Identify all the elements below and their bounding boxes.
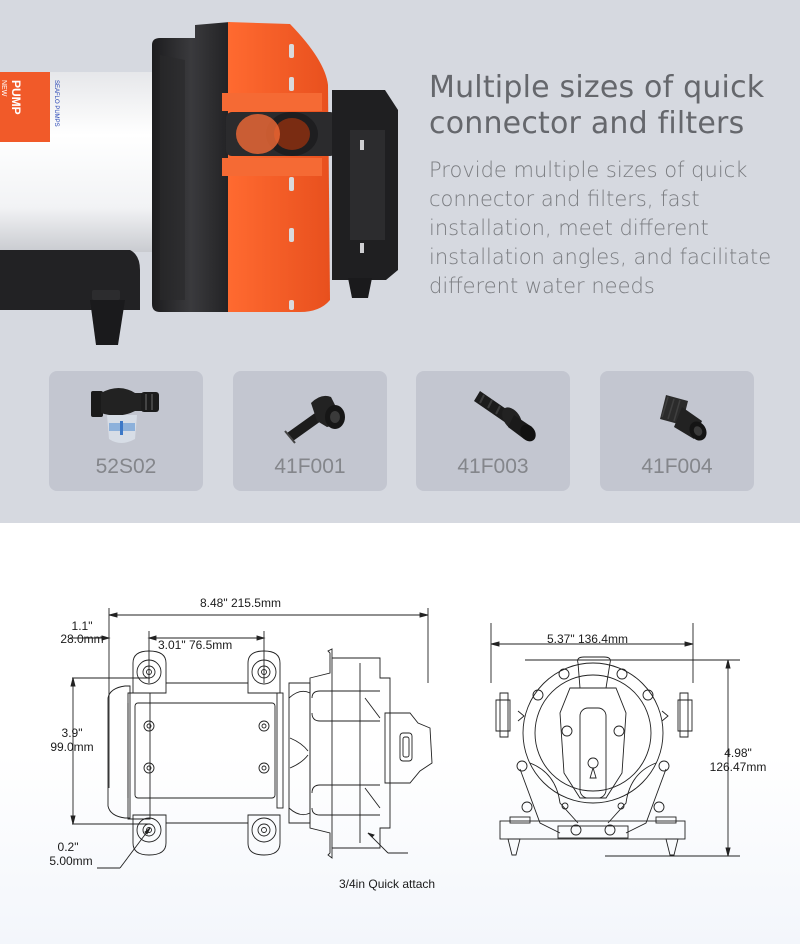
pump-label-text: PUMP xyxy=(9,80,23,115)
feature-panel: PUMP SEAFLO PUMPS NEW Multiple sizes of … xyxy=(0,0,800,523)
dimension-drawings: 8.48" 215.5mm 1.1" 28.0mm 3.01" 76.5mm 3… xyxy=(0,523,800,944)
description-line: installation angles, and facilitate xyxy=(429,245,772,269)
front-height-mm-label: 126.47mm xyxy=(709,760,767,774)
elbow-connector-icon xyxy=(284,395,345,444)
description-line: different water needs xyxy=(429,274,655,298)
offset-mm-label: 28.0mm xyxy=(60,632,104,646)
accessory-code: 41F001 xyxy=(274,455,346,478)
hole-mm-label: 5.00mm xyxy=(49,854,93,868)
mount-spacing-label: 3.01" 76.5mm xyxy=(158,638,233,652)
feature-headline: Multiple sizes of quick connector and fi… xyxy=(429,70,789,142)
filter-connector-icon xyxy=(91,388,159,443)
front-width-label: 5.37" 136.4mm xyxy=(547,632,628,646)
threaded-connector-icon xyxy=(660,395,707,441)
accessory-card-41f004: 41F004 xyxy=(600,371,754,491)
accessory-code: 52S02 xyxy=(95,455,157,478)
headline-line-2: connector and filters xyxy=(429,106,745,141)
description-line: Provide multiple sizes of quick xyxy=(429,158,748,182)
accessory-card-52s02: 52S02 xyxy=(49,371,203,491)
overall-length-label: 8.48" 215.5mm xyxy=(200,596,281,610)
feature-description: Provide multiple sizes of quick connecto… xyxy=(429,156,789,301)
port-note-label: 3/4in Quick attach xyxy=(339,877,436,891)
mount-width-inch-label: 3.9" xyxy=(61,726,83,740)
barb-connector-icon xyxy=(474,391,536,442)
description-line: connector and filters, fast xyxy=(429,187,700,211)
accessory-card-41f003: 41F003 xyxy=(416,371,570,491)
description-line: installation, meet different xyxy=(429,216,709,240)
front-height-inch-label: 4.98" xyxy=(724,746,752,760)
technical-drawing xyxy=(70,608,740,869)
offset-inch-label: 1.1" xyxy=(71,619,93,633)
accessory-code: 41F003 xyxy=(457,455,529,478)
accessory-code: 41F004 xyxy=(641,455,713,478)
mount-width-mm-label: 99.0mm xyxy=(50,740,94,754)
hole-inch-label: 0.2" xyxy=(57,840,79,854)
svg-text:SEAFLO PUMPS: SEAFLO PUMPS xyxy=(53,80,59,127)
pump-label-subtext: NEW xyxy=(0,80,7,97)
headline-line-1: Multiple sizes of quick xyxy=(429,70,765,105)
accessory-card-41f001: 41F001 xyxy=(233,371,387,491)
pump-product-image: PUMP SEAFLO PUMPS NEW xyxy=(0,22,398,345)
